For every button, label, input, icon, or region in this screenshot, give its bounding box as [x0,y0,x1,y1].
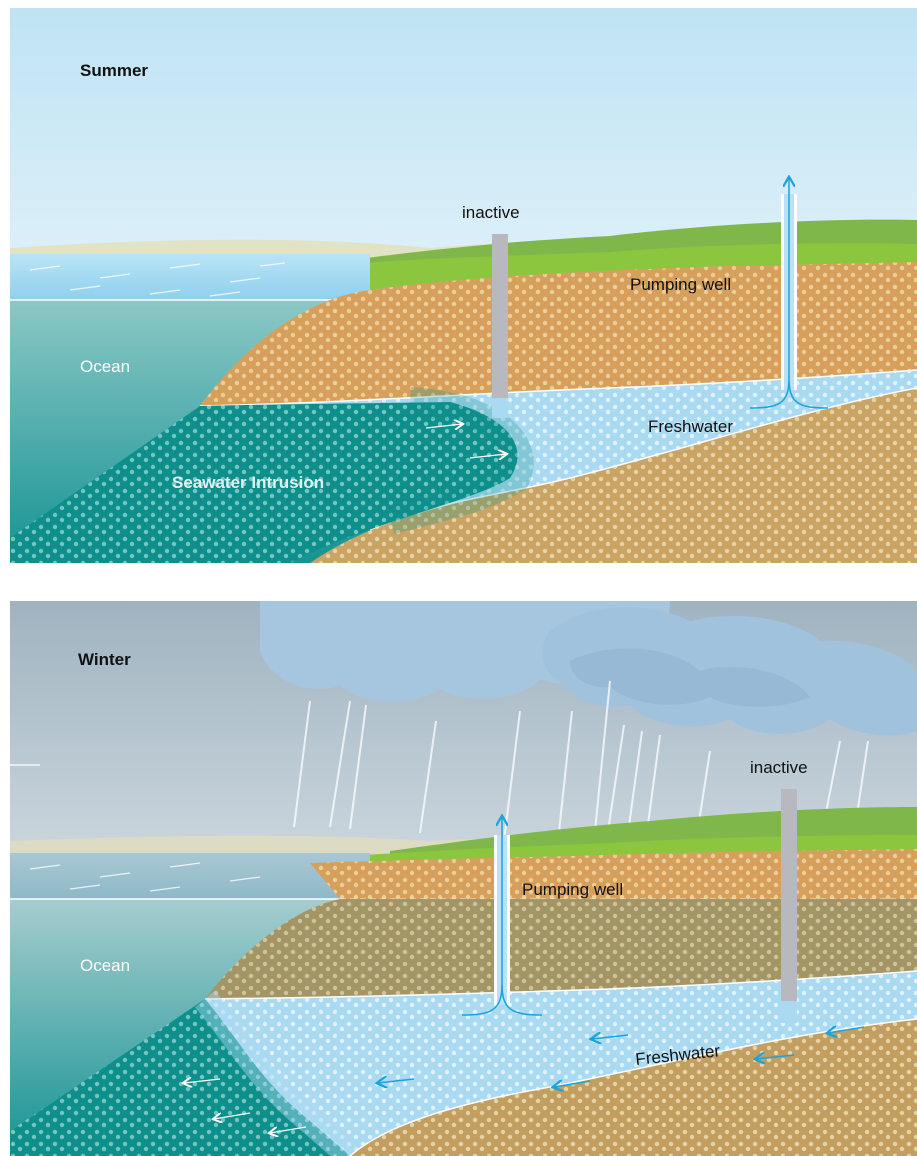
winter-diagram: Winter Ocean inactive Pumping well Fresh… [10,601,917,1156]
waves [29,862,261,892]
pumping-well-label: Pumping well [522,880,623,899]
seawater-intrusion-zone [10,402,518,563]
waves [29,262,286,297]
inactive-well-label: inactive [462,203,520,222]
inflow-arrows [461,984,543,1016]
intrusion-arrow [425,424,462,428]
upper-sediment-top [310,849,917,899]
freshwater-flow-arrows [378,1027,865,1087]
clouds [260,601,917,736]
inactive-well [492,234,508,418]
seaward-arrows [184,1079,307,1133]
freshwater-label: Freshwater [648,417,733,436]
pumping-well-label: Pumping well [630,275,731,294]
season-label: Summer [80,61,148,80]
summer-panel: Summer Ocean inactive Pumping well Fresh… [10,8,917,563]
rain [293,680,869,842]
inactive-well-water [781,1001,797,1023]
inactive-well-label: inactive [750,758,808,777]
inactive-well-water [492,398,508,418]
ocean-surface [10,853,370,899]
ocean-label: Ocean [80,956,130,975]
intrusion-arrow [469,454,506,458]
lower-sediment [310,388,917,563]
winter-panel: Winter Ocean inactive Pumping well Fresh… [10,601,917,1156]
upper-sediment [205,899,917,999]
inflow-arrows [749,377,829,409]
ocean-label: Ocean [80,357,130,376]
season-label: Winter [78,650,131,669]
seawater-zone [10,999,350,1156]
ocean-surface [10,254,370,300]
seawater-intrusion-label: Seawater Intrusion [172,473,324,492]
summer-diagram: Summer Ocean inactive Pumping well Fresh… [10,8,917,563]
lower-sediment [330,1019,917,1156]
inactive-well [781,789,797,1023]
upper-sediment [200,262,917,406]
